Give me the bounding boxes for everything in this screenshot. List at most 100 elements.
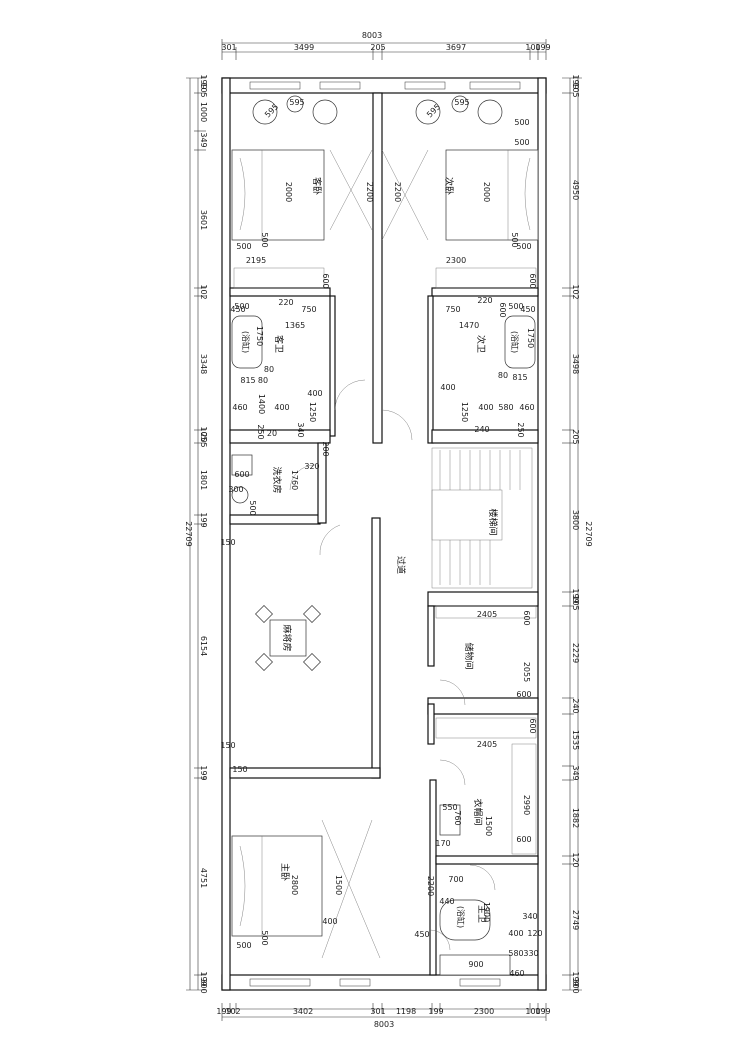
dimension-annotation: 580 <box>498 403 513 412</box>
dim-left-5: 3601 <box>199 210 208 230</box>
dimension-annotation: 1500 <box>484 816 493 836</box>
dimension-annotation: 450 <box>520 305 535 314</box>
dim-right-1: 199 <box>571 74 580 89</box>
dimension-annotation: 2990 <box>522 795 531 815</box>
dimension-annotation: 440 <box>439 897 454 906</box>
dim-left-6: 102 <box>199 284 208 299</box>
dim-left-15: 199 <box>199 971 208 986</box>
dimension-labels-right: 22709 199 105 4950 102 3498 205 3800 199… <box>571 74 593 993</box>
dim-bottom-total: 8003 <box>374 1020 394 1029</box>
dimension-annotation: 1365 <box>285 321 305 330</box>
dimension-annotation: 340 <box>522 912 537 921</box>
dimension-annotation: 220 <box>278 298 293 307</box>
dimension-annotation: 2000 <box>482 182 491 202</box>
dim-right-10: 2229 <box>571 643 580 663</box>
dimension-annotation: 450 <box>414 930 429 939</box>
dimension-annotation: 80 <box>258 376 268 385</box>
dimension-annotation: 815 <box>240 376 255 385</box>
dimension-annotation: 500 <box>236 941 251 950</box>
dimension-annotation: 500 <box>516 242 531 251</box>
room-second-bedroom: 次卧 <box>443 177 455 195</box>
dimension-annotation: 400 <box>478 403 493 412</box>
dimension-annotation: 460 <box>232 403 247 412</box>
dim-bottom-9: 199 <box>535 1007 550 1016</box>
dim-bottom-3: 3402 <box>293 1007 313 1016</box>
stairs <box>431 447 533 589</box>
dimension-annotation: 2200 <box>365 182 374 202</box>
dim-right-7: 3800 <box>571 510 580 530</box>
dimension-annotation: 2000 <box>284 182 293 202</box>
room-guest-bedroom: 客卧 <box>311 177 323 195</box>
dimension-annotation: 2055 <box>522 662 531 682</box>
dimension-annotation: 150 <box>220 741 235 750</box>
dim-right-14: 1882 <box>571 808 580 828</box>
dim-right-2: 105 <box>571 82 580 97</box>
dim-right-8: 199 <box>571 588 580 603</box>
dimension-annotation: 900 <box>468 960 483 969</box>
dimension-annotation: 2300 <box>446 256 466 265</box>
dimension-annotation: 1750 <box>526 328 535 348</box>
dim-left-4: 349 <box>199 132 208 147</box>
dimension-annotation: 815 <box>512 373 527 382</box>
dim-left-8: 105 <box>199 426 208 441</box>
dimension-annotation: 500 <box>514 138 529 147</box>
dimension-annotation: 500 <box>260 232 269 247</box>
dimension-annotation: 1400 <box>257 394 266 414</box>
dim-bottom-1: 199 <box>216 1007 231 1016</box>
dim-left-total: 22709 <box>184 521 193 546</box>
dimension-annotation: 250 <box>516 422 525 437</box>
dim-left-1: 199 <box>199 74 208 89</box>
dim-right-15: 120 <box>571 852 580 867</box>
dimension-annotation: 240 <box>474 425 489 434</box>
dimension-annotation: 1250 <box>308 402 317 422</box>
dimension-annotation: 2200 <box>393 182 402 202</box>
dimension-annotation: 750 <box>301 305 316 314</box>
dim-right-4: 102 <box>571 284 580 299</box>
dim-bottom-4: 301 <box>370 1007 385 1016</box>
dimension-annotation: 700 <box>448 875 463 884</box>
dimension-annotation: 200 <box>321 441 330 456</box>
dim-bottom-5: 1198 <box>396 1007 416 1016</box>
dimension-annotation: 1500 <box>334 875 343 895</box>
dimension-annotation: 600 <box>516 835 531 844</box>
dim-right-18: 300 <box>571 978 580 993</box>
dim-top-5: 100 <box>525 43 540 52</box>
dimension-annotation: 1250 <box>460 402 469 422</box>
dimension-annotation: 750 <box>445 305 460 314</box>
room-labels: 客卧 次卧 客卫 次卫 洗衣房 过道 楼梯间 麻将房 储物间 衣帽间 主卧 主卫… <box>241 177 520 928</box>
dim-left-3: 1000 <box>199 102 208 122</box>
dimension-annotation: 2800 <box>290 875 299 895</box>
master-bed <box>231 835 323 937</box>
dim-left-9: 205 <box>199 432 208 447</box>
dimension-labels-bottom: 199 102 3402 301 1198 199 2300 100 199 8… <box>216 1007 550 1029</box>
dim-top-1: 301 <box>221 43 236 52</box>
dimension-annotation: 1470 <box>459 321 479 330</box>
dimension-annotation: 600 <box>234 470 249 479</box>
dimension-annotation: 2200 <box>426 876 435 896</box>
dimension-annotation: 600 <box>498 302 507 317</box>
dim-left-2: 105 <box>199 82 208 97</box>
dim-left-16: 300 <box>199 978 208 993</box>
room-guest-bath: 客卫 <box>273 335 285 353</box>
dimension-annotation: 500 <box>508 302 523 311</box>
dimension-annotation: 1760 <box>290 470 299 490</box>
doors <box>289 379 496 951</box>
dim-top-total: 8003 <box>362 31 382 40</box>
dimension-annotation: 400 <box>440 383 455 392</box>
room-second-bath: 次卫 <box>475 335 487 353</box>
dimension-annotation: 170 <box>435 839 450 848</box>
dimension-annotation: 600 <box>522 610 531 625</box>
mahjong-table <box>269 619 307 657</box>
dim-right-12: 1535 <box>571 730 580 750</box>
second-bed <box>445 149 539 241</box>
dimension-labels-left: 22709 199 105 1000 349 3601 102 3348 105… <box>184 74 208 993</box>
dim-left-12: 6154 <box>199 636 208 656</box>
dim-bottom-6: 199 <box>428 1007 443 1016</box>
room-mahjong: 麻将房 <box>281 624 293 651</box>
dimension-annotation: 760 <box>453 810 462 825</box>
dim-top-6: 199 <box>535 43 550 52</box>
dim-left-7: 3348 <box>199 354 208 374</box>
room-storage: 储物间 <box>463 642 475 669</box>
dimension-annotation: 250 <box>256 424 265 439</box>
dim-top-3: 205 <box>370 43 385 52</box>
